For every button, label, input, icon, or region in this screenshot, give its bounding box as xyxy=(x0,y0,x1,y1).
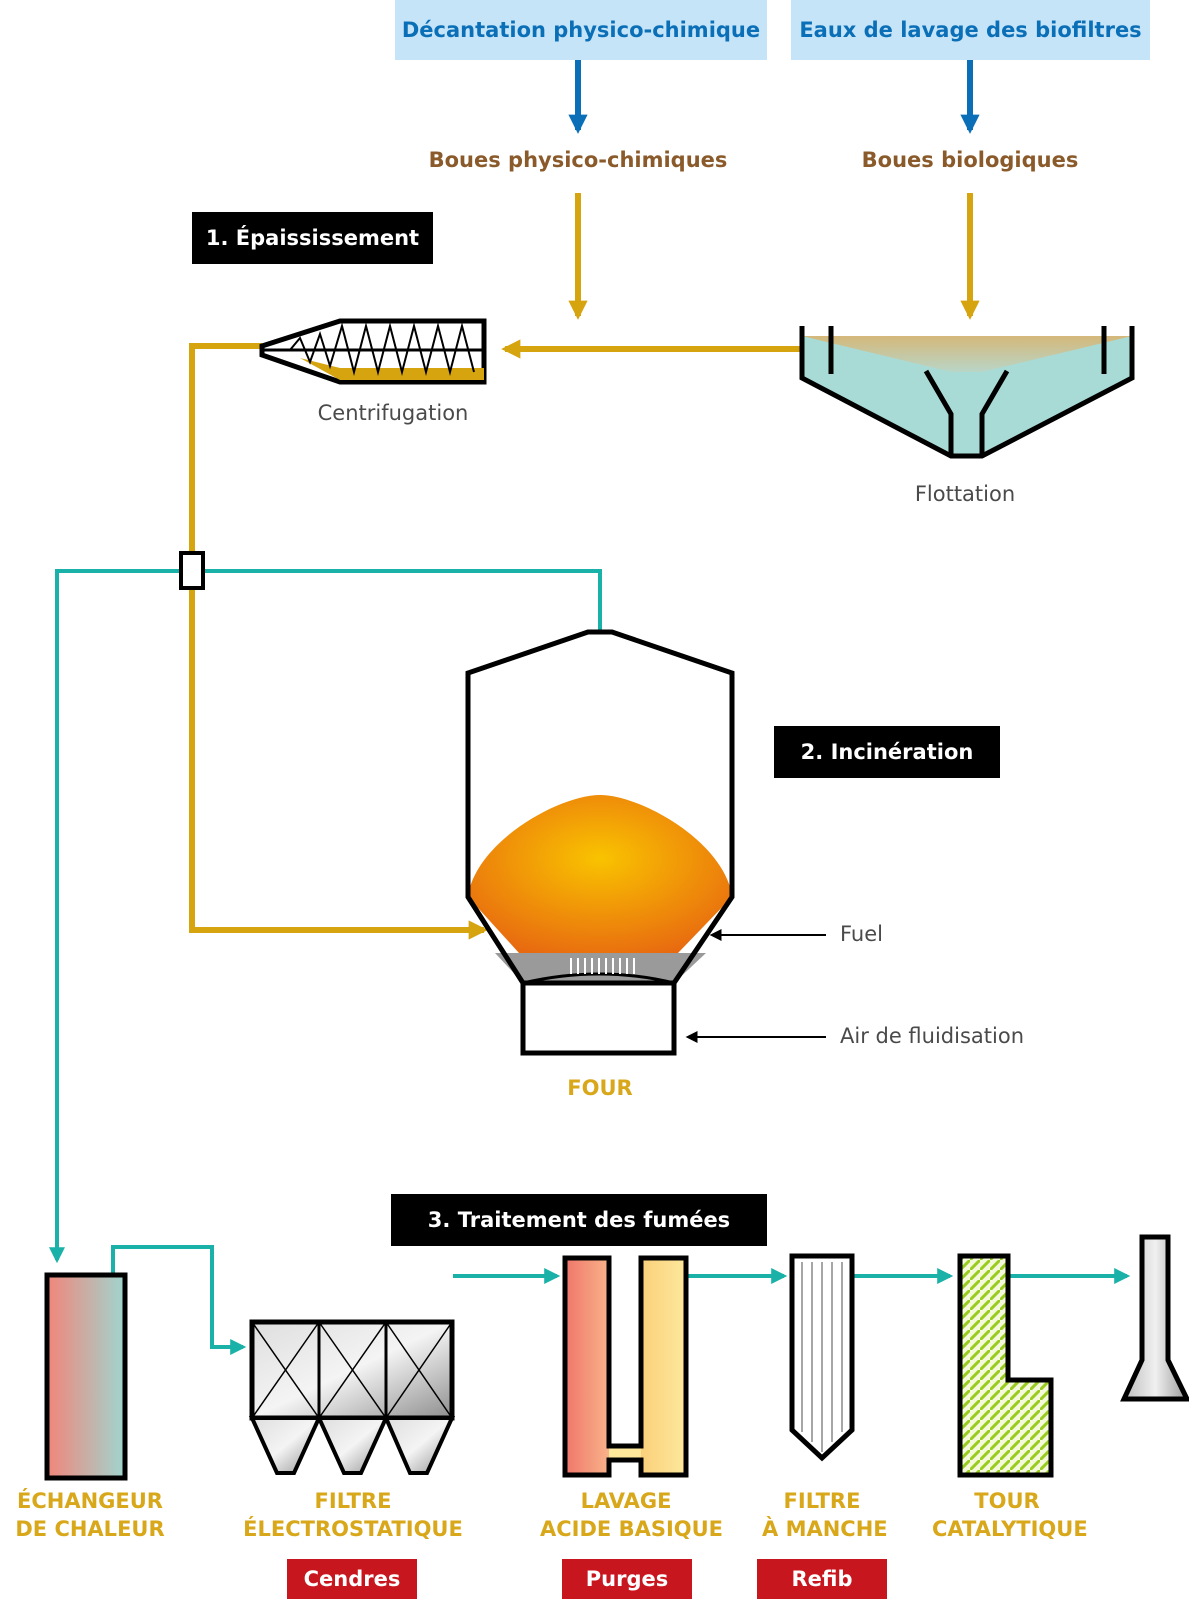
electrostatic-filter-label-line1: FILTRE xyxy=(314,1489,392,1513)
stage-thickening: 1. Épaississement xyxy=(192,212,433,264)
fuel-label: Fuel xyxy=(840,922,883,946)
acid-base-wash-label-line2: ACIDE BASIQUE xyxy=(540,1517,724,1541)
source-physico-chemical: Décantation physico-chimique xyxy=(395,0,767,60)
heat-exchanger xyxy=(44,1272,128,1481)
catalytic-tower xyxy=(957,1253,1054,1478)
sludge-physico-chemical-label: Boues physico-chimiques xyxy=(428,148,728,172)
centrifugation-label: Centrifugation xyxy=(317,401,469,425)
flotation-tank xyxy=(799,326,1135,459)
bag-filter-label-line2: À MANCHE xyxy=(762,1517,888,1541)
flow-crossing xyxy=(179,551,205,590)
stage-flue-gas-treatment: 3. Traitement des fumées xyxy=(391,1194,767,1246)
stage-incineration: 2. Incinération xyxy=(774,726,1000,778)
heat-exchanger-label-line1: ÉCHANGEUR xyxy=(17,1489,163,1513)
centrifuge xyxy=(259,318,487,385)
bag-filter-label-line1: FILTRE xyxy=(783,1489,861,1513)
gas-flow-furnace-to-exchanger xyxy=(49,569,602,1264)
chimney-stack xyxy=(1120,1234,1189,1402)
heat-exchanger-label-line2: DE CHALEUR xyxy=(15,1517,165,1541)
waste-ashes-badge: Cendres xyxy=(287,1559,417,1599)
acid-base-scrubber xyxy=(562,1255,689,1478)
bag-filter-label: FILTRE À MANCHE xyxy=(762,1487,888,1543)
fluidisation-air-label: Air de fluidisation xyxy=(840,1024,1025,1048)
electrostatic-filter xyxy=(248,1319,456,1475)
electrostatic-filter-label: FILTRE ÉLECTROSTATIQUE xyxy=(238,1487,468,1543)
electrostatic-filter-label-line2: ÉLECTROSTATIQUE xyxy=(243,1517,463,1541)
acid-base-wash-label: LAVAGE ACIDE BASIQUE xyxy=(540,1487,724,1543)
catalytic-tower-label-line1: TOUR xyxy=(974,1489,1040,1513)
sludge-biological-label: Boues biologiques xyxy=(861,148,1079,172)
furnace xyxy=(465,629,735,1056)
sludge-flow-centrifuge-to-furnace xyxy=(189,343,488,940)
acid-base-wash-label-line1: LAVAGE xyxy=(580,1489,672,1513)
source-biofilter-wash: Eaux de lavage des biofiltres xyxy=(791,0,1150,60)
gas-flow-exchanger-to-esp xyxy=(111,1245,247,1355)
flotation-label: Flottation xyxy=(914,482,1016,506)
waste-refib-badge: Refib xyxy=(757,1559,887,1599)
waste-purges-badge: Purges xyxy=(562,1559,692,1599)
furnace-label: FOUR xyxy=(567,1076,633,1100)
catalytic-tower-label: TOUR CATALYTIQUE xyxy=(932,1487,1088,1543)
heat-exchanger-label: ÉCHANGEUR DE CHALEUR xyxy=(0,1487,180,1543)
bag-filter xyxy=(789,1253,855,1462)
catalytic-tower-label-line2: CATALYTIQUE xyxy=(932,1517,1088,1541)
